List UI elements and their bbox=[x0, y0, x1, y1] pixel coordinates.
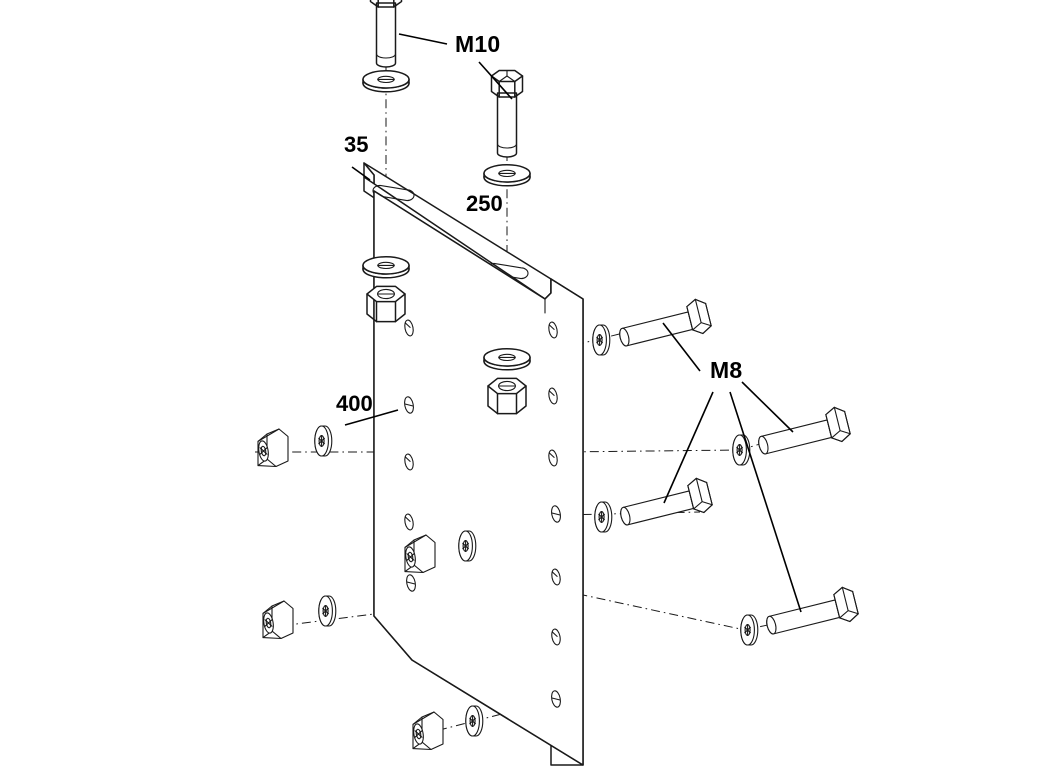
leader-lines bbox=[344, 33, 802, 613]
m10-hex-bolt-right bbox=[490, 69, 524, 158]
dimension-35: 35 bbox=[344, 132, 368, 157]
m8-hex-bolt-upper-right bbox=[754, 404, 853, 462]
fastener-callout-m8: M8 bbox=[710, 357, 742, 383]
drawing-labels: M10 35 250 400 M8 bbox=[336, 31, 742, 416]
m10-washer-lower-left bbox=[362, 256, 410, 279]
m8-hex-nut-left-4 bbox=[411, 711, 444, 751]
m10-washer-upper-right bbox=[483, 164, 531, 187]
leader-dim-400 bbox=[344, 409, 399, 426]
m8-washer-right-4 bbox=[740, 614, 759, 646]
m8-washer-left-3 bbox=[318, 595, 337, 627]
m8-hex-nut-left-3 bbox=[261, 600, 294, 640]
flange-slot-left bbox=[372, 184, 415, 202]
m8-hex-bolt-lower-right bbox=[762, 584, 861, 642]
dimension-250: 250 bbox=[466, 191, 503, 216]
leader-m8-mid-left bbox=[663, 391, 714, 504]
m8-washer-left-4 bbox=[465, 705, 484, 737]
m8-washer-left-1 bbox=[314, 425, 333, 457]
m8-washer-right-1 bbox=[592, 324, 611, 356]
m8-hex-bolt-mid-left bbox=[616, 475, 715, 533]
web-top-right-edge bbox=[550, 278, 584, 300]
m10-washer-upper-left bbox=[362, 70, 410, 93]
leader-m8-lower-right bbox=[729, 391, 802, 613]
m8-washer-left-2 bbox=[458, 530, 477, 562]
m10-hex-bolt-left bbox=[369, 0, 403, 68]
m8-hex-nut-left-1 bbox=[256, 428, 289, 468]
leader-m10-right bbox=[478, 61, 513, 100]
web-corner-chamfer bbox=[373, 615, 413, 661]
m10-washer-lower-right bbox=[483, 348, 531, 371]
leader-dim-35 bbox=[351, 166, 371, 181]
m8-fasteners-right bbox=[592, 296, 861, 646]
m8-washer-right-3 bbox=[594, 501, 613, 533]
leader-m8-upper-right bbox=[741, 381, 794, 433]
leader-m8-upper-left bbox=[662, 322, 701, 372]
dimension-400: 400 bbox=[336, 391, 373, 416]
web-front-face bbox=[373, 190, 584, 766]
fastener-callout-m10: M10 bbox=[455, 31, 500, 57]
leader-m10-left bbox=[398, 33, 448, 45]
l-bracket-angle-plate bbox=[363, 162, 584, 766]
m8-washer-right-2 bbox=[732, 434, 751, 466]
vertical-web-plate bbox=[373, 190, 584, 766]
